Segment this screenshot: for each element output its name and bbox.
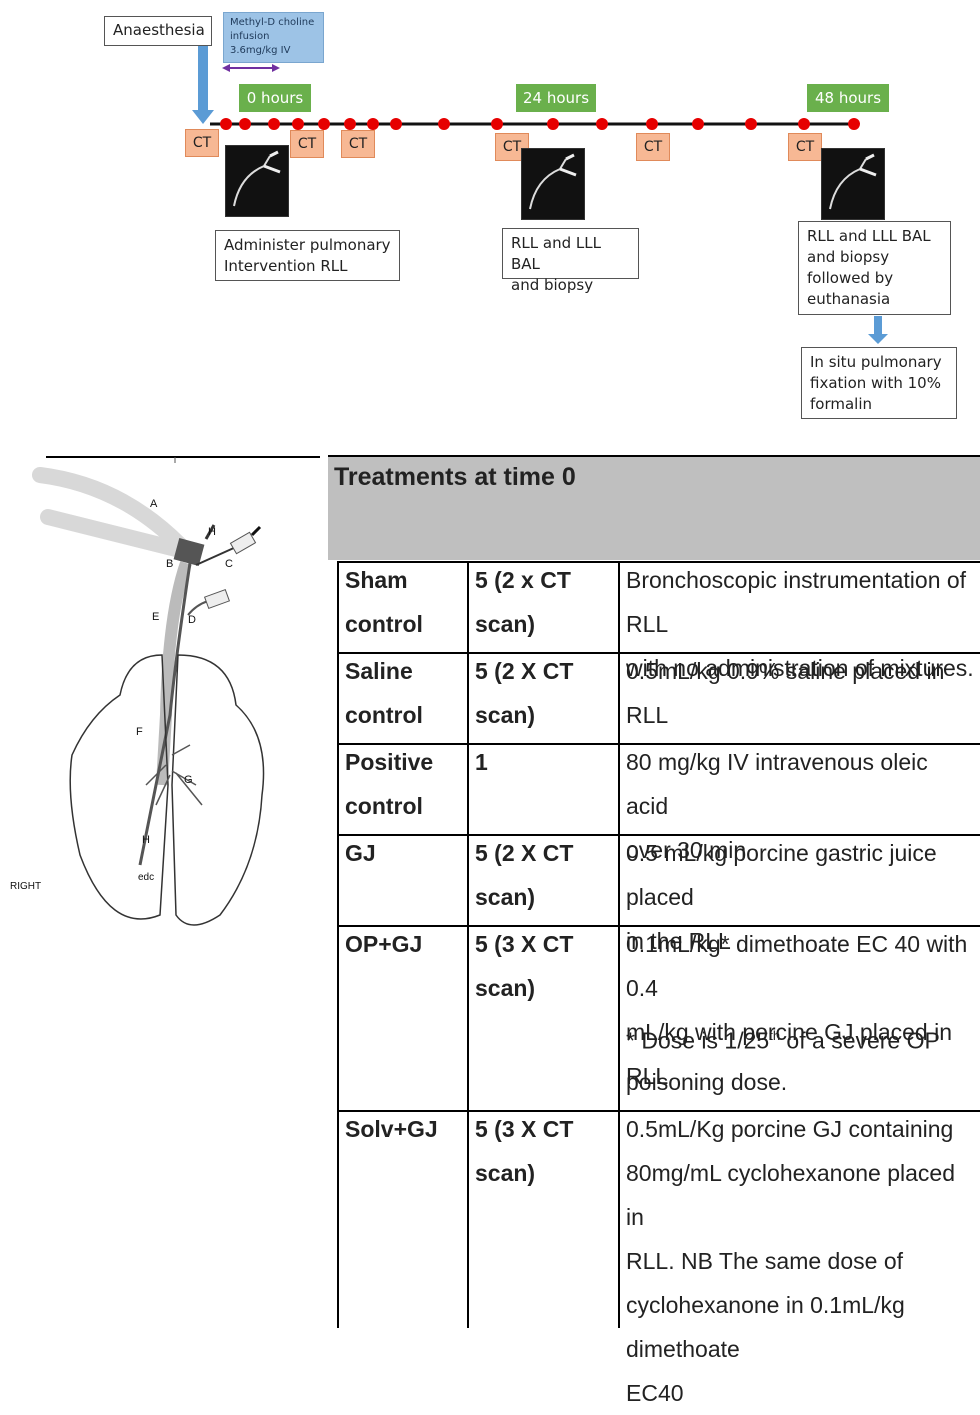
- description-footnote-cont: poisoning dose.: [620, 1060, 980, 1104]
- n-cell: 5 (2 x CT scan): [469, 558, 618, 646]
- treatments-table: Treatments at time 0 Sham control 5 (2 x…: [0, 0, 980, 1328]
- table-title: Treatments at time 0: [328, 455, 968, 499]
- description-cell: 0.5mL/kg 0.9% saline placed in RLL: [620, 649, 980, 737]
- group-cell: Solv+GJ: [339, 1107, 467, 1151]
- description-footnote: * Dose is 1/25th of a severe OP: [620, 1014, 980, 1063]
- group-cell: Positive control: [339, 740, 467, 828]
- group-cell: Sham control: [339, 558, 467, 646]
- n-cell: 5 (2 X CT scan): [469, 649, 618, 737]
- footnote-sup: th: [769, 1028, 780, 1043]
- n-cell: 5 (2 X CT scan): [469, 831, 618, 919]
- n-cell: 5 (3 X CT scan): [469, 922, 618, 1010]
- group-cell: OP+GJ: [339, 922, 467, 966]
- group-cell: GJ: [339, 831, 467, 875]
- footnote-text-b: of a severe OP: [780, 1028, 940, 1054]
- n-cell: 1: [469, 740, 618, 784]
- footnote-text-a: * Dose is 1/25: [626, 1028, 769, 1054]
- n-cell: 5 (3 X CT scan): [469, 1107, 618, 1195]
- description-cell: 0.5mL/Kg porcine GJ containing 80mg/mL c…: [620, 1107, 980, 1415]
- group-cell: Saline control: [339, 649, 467, 737]
